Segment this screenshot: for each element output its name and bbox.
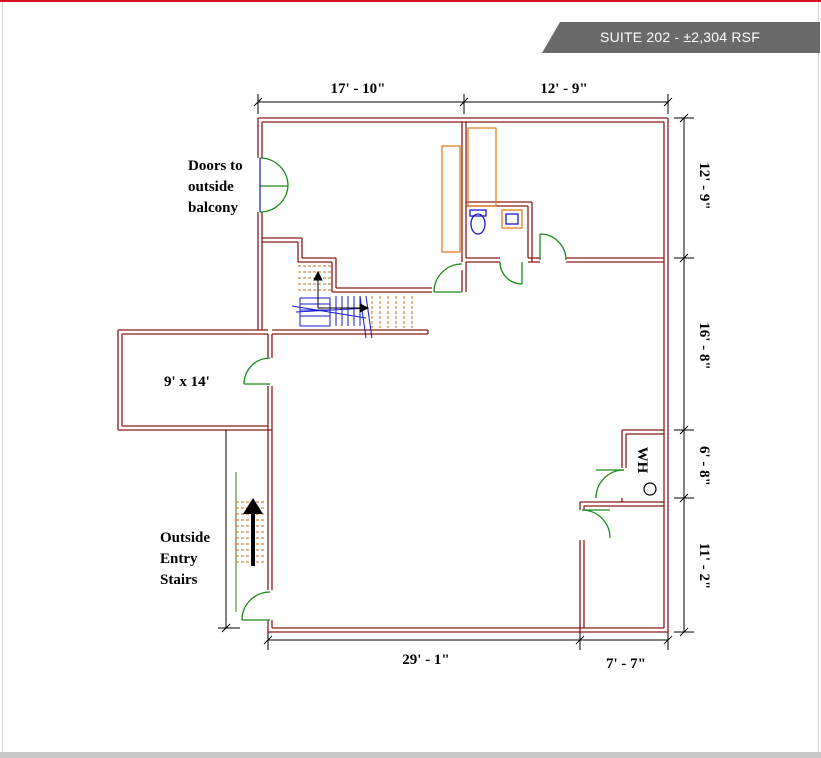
dim-right-2: 16' - 8" xyxy=(696,322,712,370)
label-entry-line2: Entry xyxy=(160,551,198,567)
dim-bottom-right: 7' - 7" xyxy=(606,656,646,672)
right-border xyxy=(818,2,819,758)
dim-right-3: 6' - 8" xyxy=(696,446,712,486)
counter-fixture xyxy=(441,145,461,253)
label-room-size: 9' x 14' xyxy=(164,374,210,390)
dim-right-1: 12' - 9" xyxy=(696,162,712,210)
closet-fixture xyxy=(467,127,497,207)
entry-stairs xyxy=(235,472,266,612)
left-border xyxy=(2,2,3,758)
label-entry-line1: Outside xyxy=(160,530,210,546)
water-heater-icon xyxy=(643,482,657,496)
dim-top-left: 17' - 10" xyxy=(331,81,386,97)
top-accent-bar xyxy=(0,0,821,2)
suite-banner xyxy=(542,22,820,53)
label-doors-line1: Doors to xyxy=(188,158,243,174)
label-water-heater: WH xyxy=(634,447,650,474)
dimension-lines xyxy=(218,94,694,650)
dim-right-4: 11' - 2" xyxy=(696,543,712,590)
suite-label: SUITE 202 - ±2,304 RSF xyxy=(600,29,760,45)
interior-stairs xyxy=(291,265,413,339)
dim-top-right: 12' - 9" xyxy=(540,81,588,97)
label-entry-line3: Stairs xyxy=(160,572,198,588)
label-doors-line3: balcony xyxy=(188,200,239,216)
bottom-border xyxy=(0,752,821,758)
doors xyxy=(241,157,625,621)
walls xyxy=(117,117,669,633)
label-doors-line2: outside xyxy=(188,179,234,195)
fixtures xyxy=(441,127,523,253)
toilet-fixture xyxy=(470,213,486,235)
sink-fixture xyxy=(501,209,523,229)
dim-bottom-left: 29' - 1" xyxy=(402,652,450,668)
